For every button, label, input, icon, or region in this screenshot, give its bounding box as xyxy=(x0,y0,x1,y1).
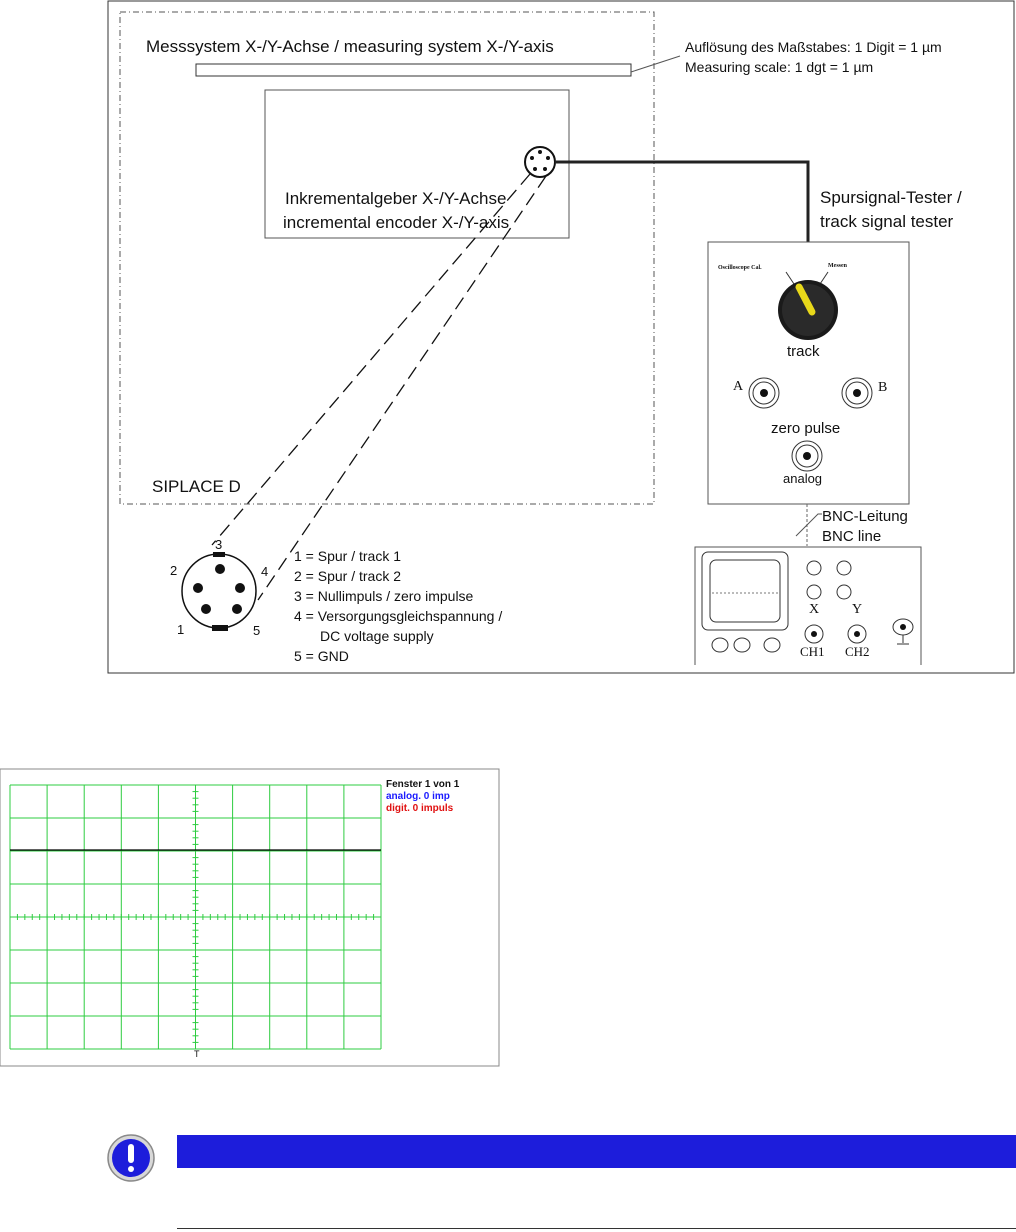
bnc-label-de: BNC-Leitung xyxy=(822,508,908,525)
legend-pin-1: 1 = Spur / track 1 xyxy=(294,548,401,564)
bnc-label-en: BNC line xyxy=(822,528,882,545)
exclamation-icon xyxy=(107,1134,155,1182)
knob-label: track xyxy=(787,343,820,360)
oscilloscope-knobs-icon xyxy=(711,560,852,653)
pin-2-label: 2 xyxy=(170,563,178,578)
tester-title-line1: Spursignal-Tester / xyxy=(820,188,962,207)
note-header-bar xyxy=(177,1135,1016,1168)
ch2-socket-icon xyxy=(847,624,867,644)
ch1-socket-icon xyxy=(804,624,824,644)
pin-4-label: 4 xyxy=(261,564,269,579)
dashed-cable-2 xyxy=(257,175,547,601)
scope-analog-label: analog. 0 imp xyxy=(386,791,450,802)
machine-boundary xyxy=(119,11,655,505)
socket-b-icon xyxy=(841,377,873,409)
measuring-scale-bar xyxy=(195,63,632,77)
legend-pin-2: 2 = Spur / track 2 xyxy=(294,568,401,584)
tester-cable xyxy=(555,160,810,242)
socket-zero-pulse-icon xyxy=(791,440,823,472)
encoder-label-de: Inkrementalgeber X-/Y-Achse xyxy=(285,189,507,208)
resolution-de-label: Auflösung des Maßstabes: 1 Digit = 1 µm xyxy=(685,39,942,55)
knob-right-label: Messen xyxy=(828,263,847,269)
resolution-en-label: Measuring scale: 1 dgt = 1 µm xyxy=(685,59,874,75)
legend-pin-4: 4 = Versorgungsgleichspannung / xyxy=(294,608,503,624)
note-bottom-rule xyxy=(177,1228,1016,1229)
scope-grid xyxy=(9,784,382,1050)
scope-window-label: Fenster 1 von 1 xyxy=(386,779,460,790)
pin-1-label: 1 xyxy=(177,622,185,637)
machine-label: SIPLACE D xyxy=(152,477,241,496)
scale-callout-line xyxy=(630,55,681,73)
pin-3-label: 3 xyxy=(215,537,223,552)
encoder-label-en: incremental encoder X-/Y-axis xyxy=(283,213,510,232)
ground-socket-icon xyxy=(892,618,914,645)
track-knob-icon xyxy=(778,271,838,340)
encoder-box xyxy=(264,89,570,239)
legend-pin-4-en: DC voltage supply xyxy=(320,628,434,644)
bnc-callout xyxy=(795,513,822,537)
tester-title-line2: track signal tester xyxy=(820,212,954,231)
oscilloscope-screen xyxy=(709,559,781,623)
socket-b-label: B xyxy=(878,380,888,395)
ch2-label: CH2 xyxy=(845,644,870,659)
dashed-cable-1 xyxy=(211,173,531,546)
analog-label: analog xyxy=(783,471,823,486)
figure-frame xyxy=(107,0,1015,674)
zero-pulse-label: zero pulse xyxy=(771,420,841,437)
pin-5-label: 5 xyxy=(253,623,261,638)
scope-trigger-marker: T xyxy=(194,1049,200,1059)
legend-pin-3: 3 = Nullimpuls / zero impulse xyxy=(294,588,474,604)
legend-pin-5: 5 = GND xyxy=(294,648,349,664)
measuring-system-title: Messsystem X-/Y-Achse / measuring system… xyxy=(146,37,554,56)
knob-left-label: Oscilloscope Cal. xyxy=(718,265,762,271)
ch1-label: CH1 xyxy=(800,644,825,659)
scope-digit-label: digit. 0 impuls xyxy=(386,803,454,814)
socket-a-icon xyxy=(748,377,780,409)
oscilloscope-x-label: X xyxy=(809,602,820,617)
oscilloscope-y-label: Y xyxy=(852,602,863,617)
socket-a-label: A xyxy=(733,379,744,394)
five-pin-connector-icon xyxy=(181,552,257,631)
encoder-socket-icon xyxy=(524,146,556,178)
